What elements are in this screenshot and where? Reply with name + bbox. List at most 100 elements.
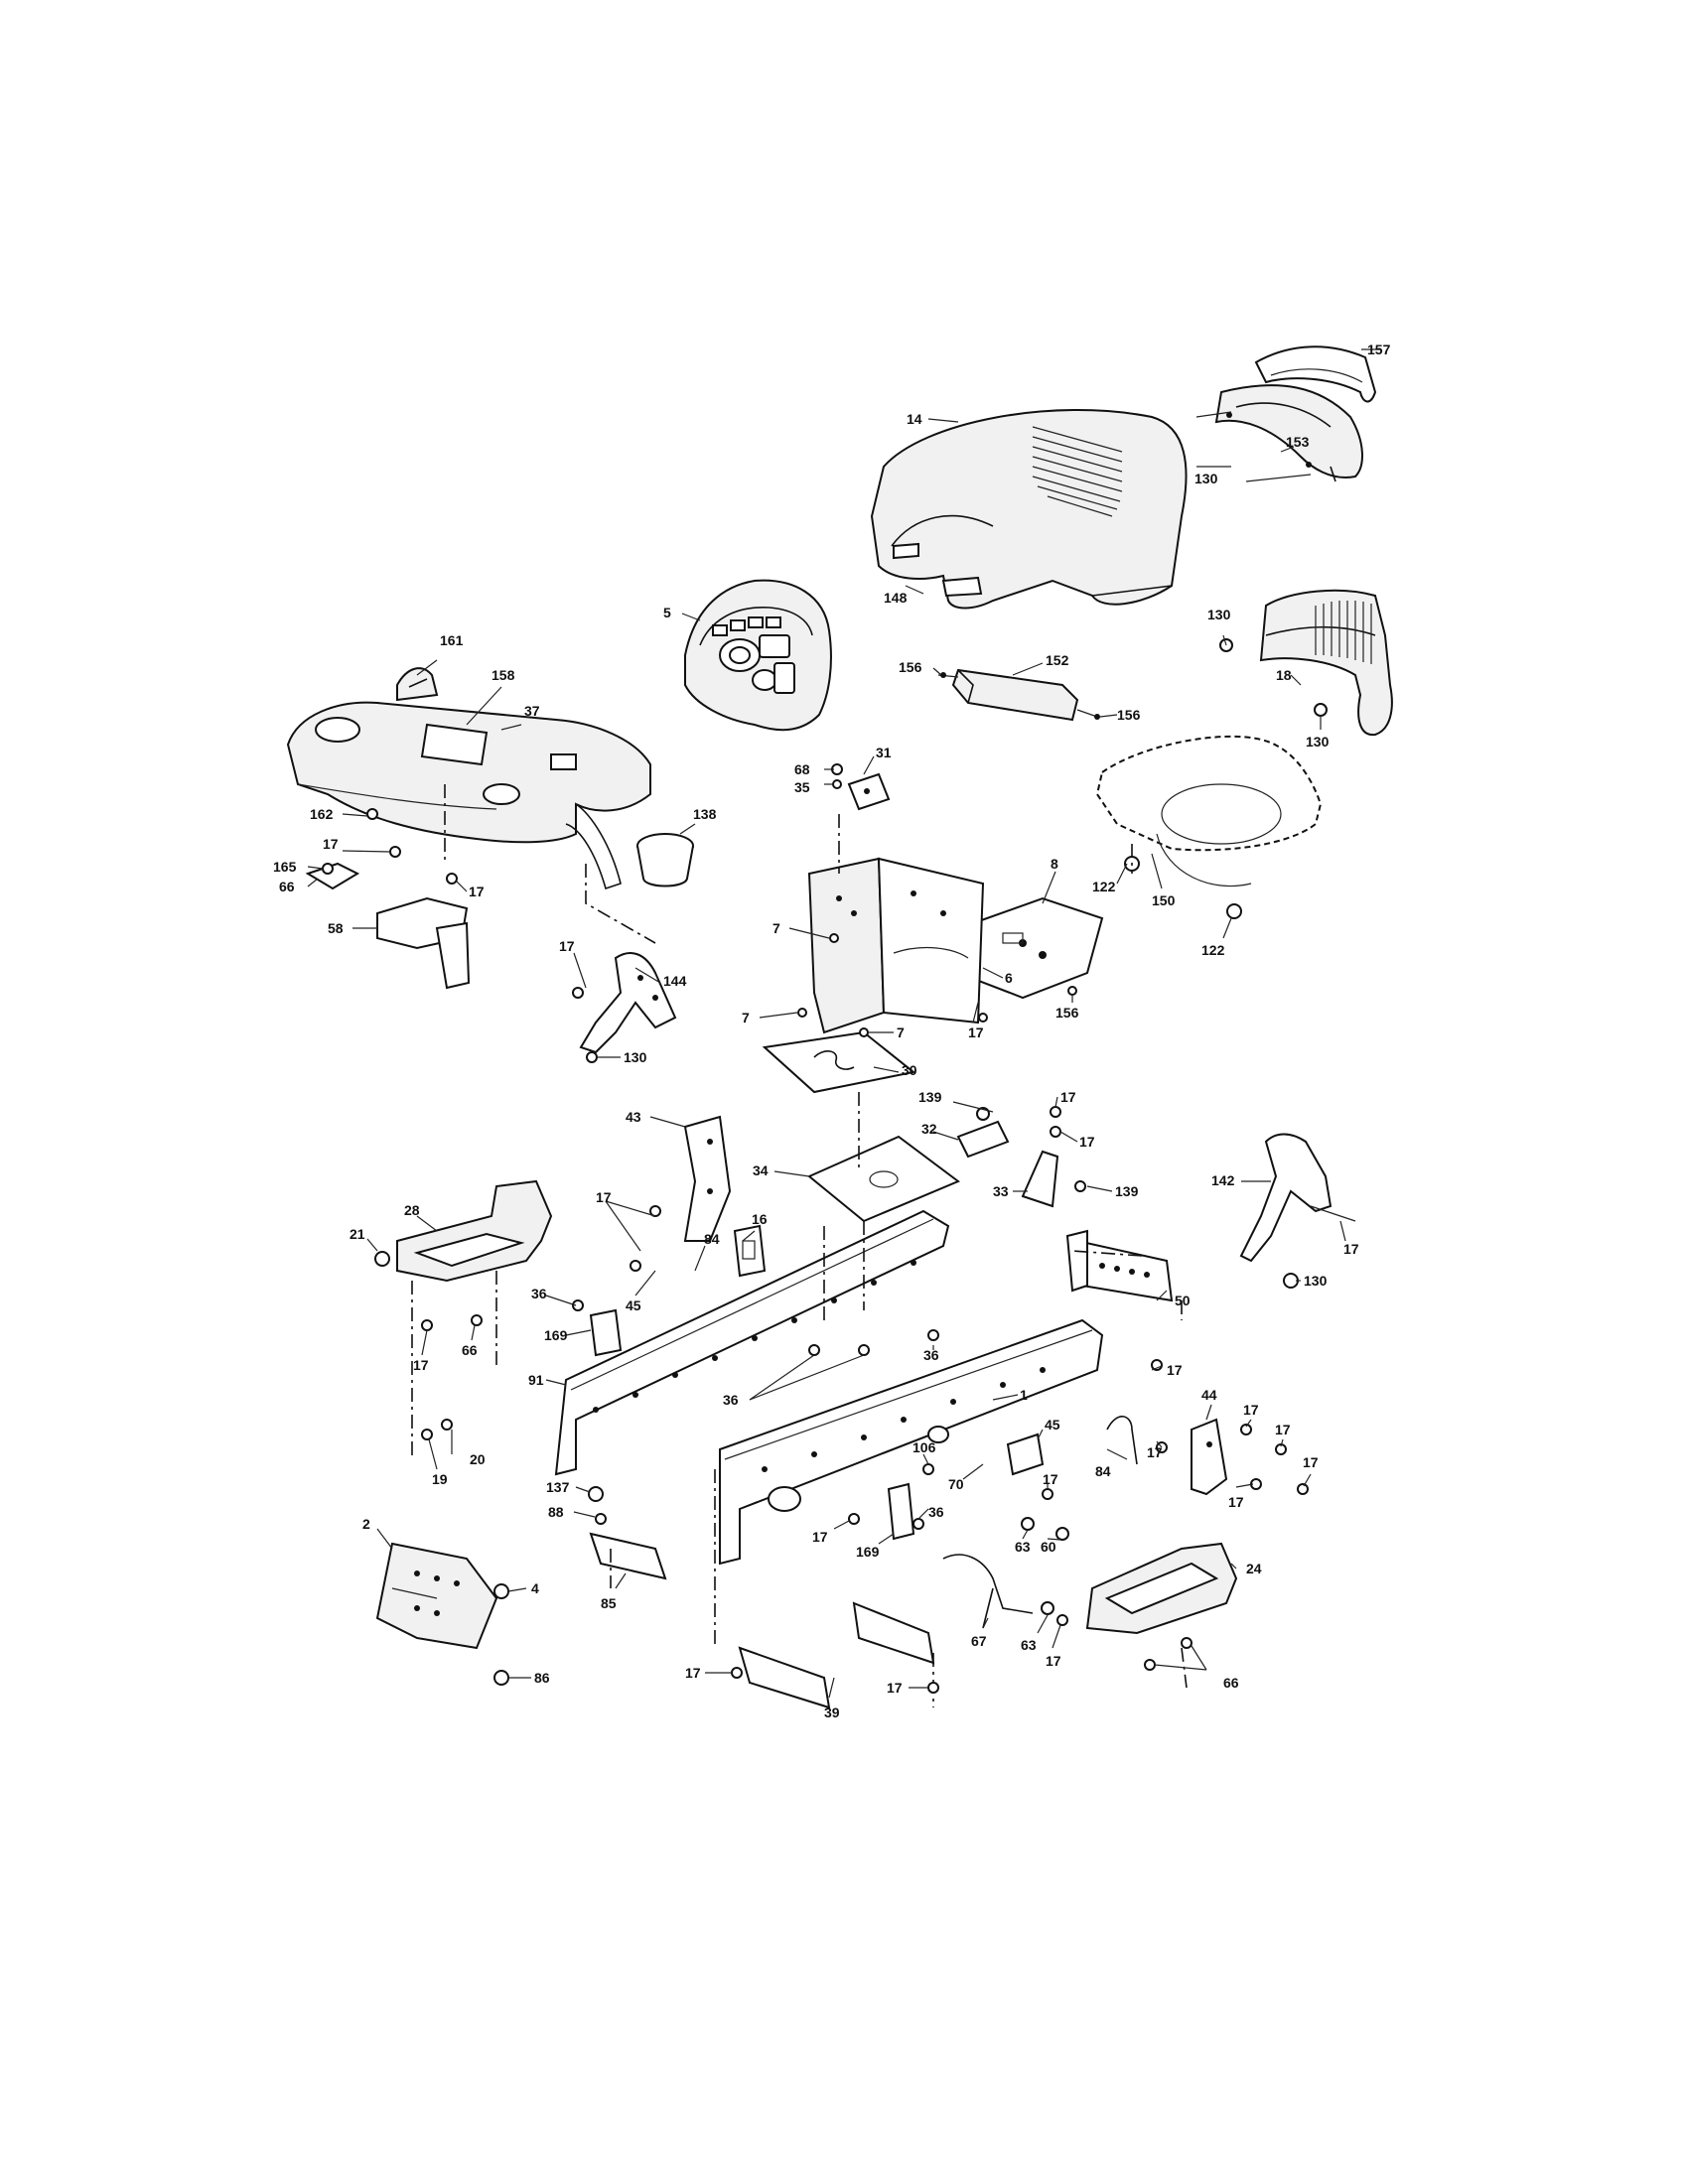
callout-157: 157 [1367, 341, 1391, 357]
callout-4: 4 [531, 1580, 539, 1596]
shift-knob-part [396, 667, 439, 702]
bracket-44-part [1191, 1418, 1228, 1496]
callout-85: 85 [601, 1595, 617, 1611]
callout-156: 156 [899, 659, 922, 675]
callout-142: 142 [1211, 1172, 1235, 1188]
callout-66: 66 [1223, 1675, 1239, 1691]
callout-18: 18 [1276, 667, 1292, 683]
frame-right-part [719, 1318, 1104, 1566]
callout-50: 50 [1175, 1293, 1191, 1308]
callout-150: 150 [1152, 892, 1176, 908]
callout-17: 17 [413, 1357, 429, 1373]
callout-130: 130 [624, 1049, 647, 1065]
callout-58: 58 [328, 920, 344, 936]
callout-17: 17 [1147, 1444, 1163, 1460]
callout-17: 17 [1043, 1471, 1058, 1487]
callout-19: 19 [432, 1471, 448, 1487]
cup-holder-part [636, 833, 694, 887]
callout-88: 88 [548, 1504, 564, 1520]
callout-70: 70 [948, 1476, 964, 1492]
callout-63: 63 [1015, 1539, 1031, 1555]
callout-45: 45 [626, 1297, 641, 1313]
callout-130: 130 [1304, 1273, 1328, 1289]
callout-156: 156 [1117, 707, 1141, 723]
bracket-50-part [1065, 1229, 1174, 1302]
assembly-lines [411, 784, 1188, 1707]
callout-5: 5 [663, 605, 671, 620]
callout-68: 68 [794, 761, 810, 777]
callout-17: 17 [887, 1680, 903, 1696]
callout-66: 66 [279, 879, 295, 894]
callout-130: 130 [1194, 471, 1218, 486]
callout-139: 139 [918, 1089, 942, 1105]
callout-106: 106 [912, 1439, 936, 1455]
callout-17: 17 [812, 1529, 828, 1545]
callout-17: 17 [1079, 1134, 1095, 1150]
callout-7: 7 [897, 1024, 905, 1040]
callout-16: 16 [752, 1211, 768, 1227]
callout-86: 86 [534, 1670, 550, 1686]
callout-122: 122 [1092, 879, 1116, 894]
bracket-43-part [683, 1115, 732, 1242]
callout-169: 169 [856, 1544, 880, 1560]
callout-6: 6 [1005, 970, 1013, 986]
bracket-31-part [847, 772, 891, 811]
callout-30: 30 [902, 1062, 917, 1078]
callout-8: 8 [1051, 856, 1058, 872]
callout-17: 17 [1303, 1454, 1319, 1470]
callout-44: 44 [1201, 1387, 1217, 1403]
leader-lines [307, 348, 1380, 1699]
callout-45: 45 [1045, 1417, 1060, 1433]
callout-17: 17 [323, 836, 339, 852]
callout-20: 20 [470, 1451, 486, 1467]
battery-cover-part [937, 668, 1100, 722]
footrest-left-part [374, 1179, 553, 1283]
callout-17: 17 [1167, 1362, 1183, 1378]
bracket-85-part [589, 1532, 667, 1580]
callout-60: 60 [1041, 1539, 1056, 1555]
callout-156: 156 [1055, 1005, 1079, 1021]
callout-36: 36 [928, 1504, 944, 1520]
plate-34-part [807, 1135, 960, 1223]
callout-165: 165 [273, 859, 297, 875]
callout-24: 24 [1246, 1561, 1262, 1576]
hood-part [870, 409, 1188, 610]
callout-158: 158 [491, 667, 515, 683]
fuel-panel-part [286, 701, 651, 890]
callout-153: 153 [1286, 434, 1310, 450]
callout-138: 138 [693, 806, 717, 822]
callout-84: 84 [1095, 1463, 1111, 1479]
callout-36: 36 [723, 1392, 739, 1408]
callout-162: 162 [310, 806, 334, 822]
callout-36: 36 [923, 1347, 939, 1363]
bracket-32-part [956, 1107, 1010, 1159]
chassis-cover-part [1095, 735, 1323, 919]
bracket-45-part [1006, 1433, 1045, 1476]
lever-67-part [942, 1554, 1034, 1629]
callout-28: 28 [404, 1202, 420, 1218]
callout-17: 17 [1060, 1089, 1076, 1105]
battery-box-part [807, 857, 985, 1034]
callout-139: 139 [1115, 1183, 1139, 1199]
callout-7: 7 [772, 920, 780, 936]
callout-67: 67 [971, 1633, 987, 1649]
bracket-2-part [375, 1542, 509, 1686]
callout-17: 17 [1275, 1422, 1291, 1437]
battery-plate-part [762, 1030, 916, 1094]
bracket-169-part [589, 1308, 915, 1541]
callout-39: 39 [824, 1705, 840, 1720]
callout-152: 152 [1046, 652, 1069, 668]
dash-panel-part [684, 579, 832, 732]
grille-front-part [1195, 384, 1363, 482]
callout-137: 137 [546, 1479, 570, 1495]
callout-17: 17 [968, 1024, 984, 1040]
callout-labels: 157 14 153 130 148 5 130 18 130 161 158 … [273, 341, 1391, 1720]
callout-17: 17 [469, 884, 485, 899]
bracket-144-part [579, 952, 677, 1054]
callout-36: 36 [531, 1286, 547, 1301]
callout-37: 37 [524, 703, 540, 719]
callout-7: 7 [742, 1010, 750, 1025]
callout-34: 34 [753, 1162, 769, 1178]
